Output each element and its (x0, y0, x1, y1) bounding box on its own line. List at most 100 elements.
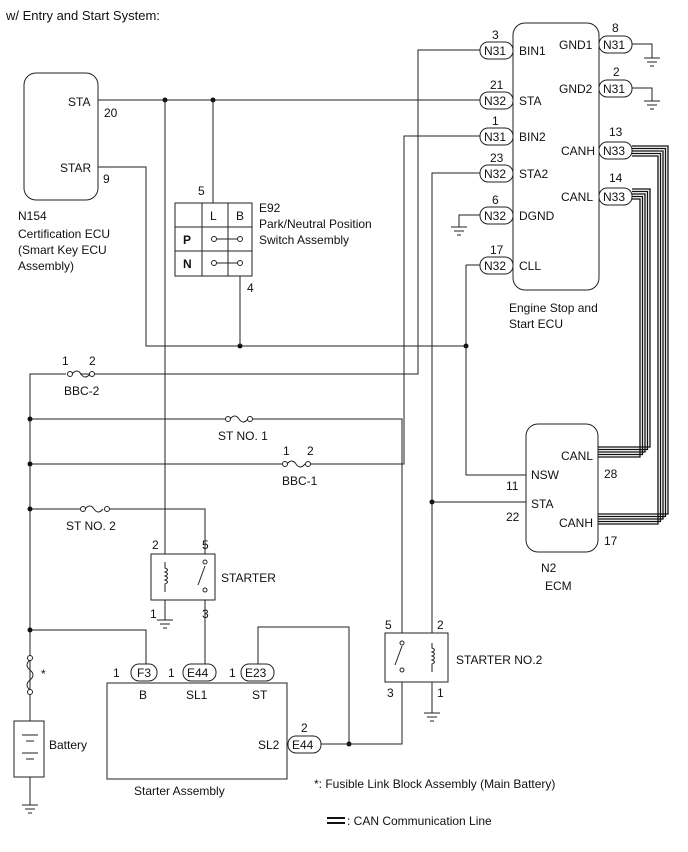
ecm-pin-nsw-num: 11 (506, 479, 519, 493)
connector-label: E44 (292, 738, 314, 752)
n154-desc-2: (Smart Key ECU (18, 243, 107, 257)
pin-name: SL1 (186, 688, 208, 702)
connector-label: N33 (603, 190, 625, 204)
e92-pin-top: 5 (198, 184, 205, 198)
fuse-bbc1: 1 2 BBC-1 (282, 444, 318, 488)
pin-number: 3 (492, 28, 499, 42)
engine-ecu-desc-1: Engine Stop and (509, 301, 598, 315)
pin-name: CLL (519, 259, 541, 273)
ecm-pin-canh-num: 17 (604, 534, 618, 548)
pin-number: 1 (113, 666, 120, 680)
starter-pin-1: 1 (150, 607, 157, 621)
connector-label: E23 (245, 666, 267, 680)
e92-desc-2: Switch Assembly (259, 233, 349, 247)
diagram-title: w/ Entry and Start System: (5, 8, 160, 23)
pin-name: STA2 (519, 167, 548, 181)
bbc1-label: BBC-1 (282, 474, 318, 488)
pin-name: GND1 (559, 38, 593, 52)
n154-desc-1: Certification ECU (18, 227, 110, 241)
ecu-left-pin-bin2: N31 1 BIN2 (479, 114, 546, 146)
ecm-name: ECM (545, 579, 572, 593)
ecu-right-pin-canh: N33 13 CANH (561, 125, 633, 160)
bbc1-pin1: 1 (283, 444, 290, 458)
bbc2-pin2: 2 (89, 354, 96, 368)
bbc2-pin1: 1 (62, 354, 69, 368)
starter-conn-f3: F3 1 B (113, 663, 158, 702)
connector-label: N32 (484, 167, 506, 181)
connector-label: N31 (484, 130, 506, 144)
pin-name: ST (252, 688, 268, 702)
starter-conn-e44: E44 1 SL1 (168, 663, 217, 702)
pin-name: SL2 (258, 738, 280, 752)
starter-no2-pin-2: 2 (437, 618, 444, 632)
ecm-pin-canl: CANL (561, 449, 593, 463)
connector-label: N32 (484, 259, 506, 273)
e92-col-b: B (236, 209, 244, 223)
connector-label: N32 (484, 94, 506, 108)
e92-pin-bottom: 4 (247, 281, 254, 295)
battery-label: Battery (49, 738, 87, 752)
engine-ecu-desc-2: Start ECU (509, 317, 563, 331)
pin-number: 6 (492, 193, 499, 207)
pin-number: 1 (168, 666, 175, 680)
ecu-right-pin-gnd1: N31 8 GND1 (559, 21, 633, 54)
starter-conn-e23: E23 1 ST (229, 663, 275, 702)
connector-label: N31 (484, 44, 506, 58)
engine-stop-start-ecu: N31 3 BIN1 N32 21 STA N31 1 BIN2 N32 23 … (479, 21, 633, 331)
starter-assembly-label: Starter Assembly (134, 784, 225, 798)
pin-name: CANH (561, 144, 595, 158)
starter-pin-2: 2 (152, 538, 159, 552)
starter-relay: 2 5 1 3 STARTER (150, 538, 276, 629)
n154-code: N154 (18, 209, 47, 223)
starter-assembly: F3 1 B E44 1 SL1 E23 1 ST E44 2 SL2 Star… (106, 663, 322, 798)
battery: * Battery (13, 655, 87, 814)
ground-symbols-ecu (451, 43, 660, 236)
starter-no2-relay: 5 2 3 1 STARTER NO.2 (384, 618, 543, 722)
connector-label: N33 (603, 144, 625, 158)
starter-pin-3: 3 (202, 607, 209, 621)
n154-pin-sta-name: STA (68, 95, 90, 109)
pin-number: 1 (229, 666, 236, 680)
n154-desc-3: Assembly) (18, 259, 74, 273)
ecu-right-pin-gnd2: N31 2 GND2 (559, 65, 633, 98)
connector-label: E44 (187, 666, 209, 680)
bbc1-pin2: 2 (307, 444, 314, 458)
starter-no2-pin-1: 1 (437, 686, 444, 700)
pin-name: DGND (519, 209, 555, 223)
st1-label: ST NO. 1 (218, 429, 268, 443)
fuse-st-no2: ST NO. 2 (66, 505, 116, 533)
pin-name: STA (519, 94, 541, 108)
st2-label: ST NO. 2 (66, 519, 116, 533)
pin-name: GND2 (559, 82, 593, 96)
park-neutral-switch: L B P N 5 4 E92 Park/Neutral Position Sw… (174, 184, 372, 295)
starter-pin-5: 5 (202, 538, 209, 552)
pin-number: 1 (492, 114, 499, 128)
ecm-pin-canh: CANH (559, 516, 593, 530)
starter-no2-pin-3: 3 (387, 686, 394, 700)
e92-row-n: N (183, 257, 192, 271)
pin-name: B (139, 688, 147, 702)
ecu-right-pin-canl: N33 14 CANL (561, 171, 633, 206)
ecm-pin-nsw: NSW (531, 468, 560, 482)
e92-code: E92 (259, 201, 281, 215)
n154-pin-star-name: STAR (60, 161, 91, 175)
pin-number: 14 (609, 171, 623, 185)
ecu-left-pin-cll: N32 17 CLL (479, 243, 541, 275)
fuse-bbc2: 1 2 BBC-2 (62, 354, 100, 398)
connector-label: N32 (484, 209, 506, 223)
pin-number: 13 (609, 125, 623, 139)
can-bundle-canl (598, 188, 651, 458)
starter-label: STARTER (221, 571, 276, 585)
can-legend: : CAN Communication Line (327, 814, 492, 828)
ecu-left-pin-sta2: N32 23 STA2 (479, 151, 548, 183)
e92-desc-1: Park/Neutral Position (259, 217, 372, 231)
n154-pin-star-num: 9 (103, 172, 110, 186)
fuse-st-no1: ST NO. 1 (218, 415, 268, 443)
bbc2-label: BBC-2 (64, 384, 100, 398)
ecm-pin-canl-num: 28 (604, 467, 618, 481)
n154-pin-sta-num: 20 (104, 106, 118, 120)
e92-row-p: P (183, 233, 191, 247)
pin-name: BIN2 (519, 130, 546, 144)
pin-name: CANL (561, 190, 593, 204)
